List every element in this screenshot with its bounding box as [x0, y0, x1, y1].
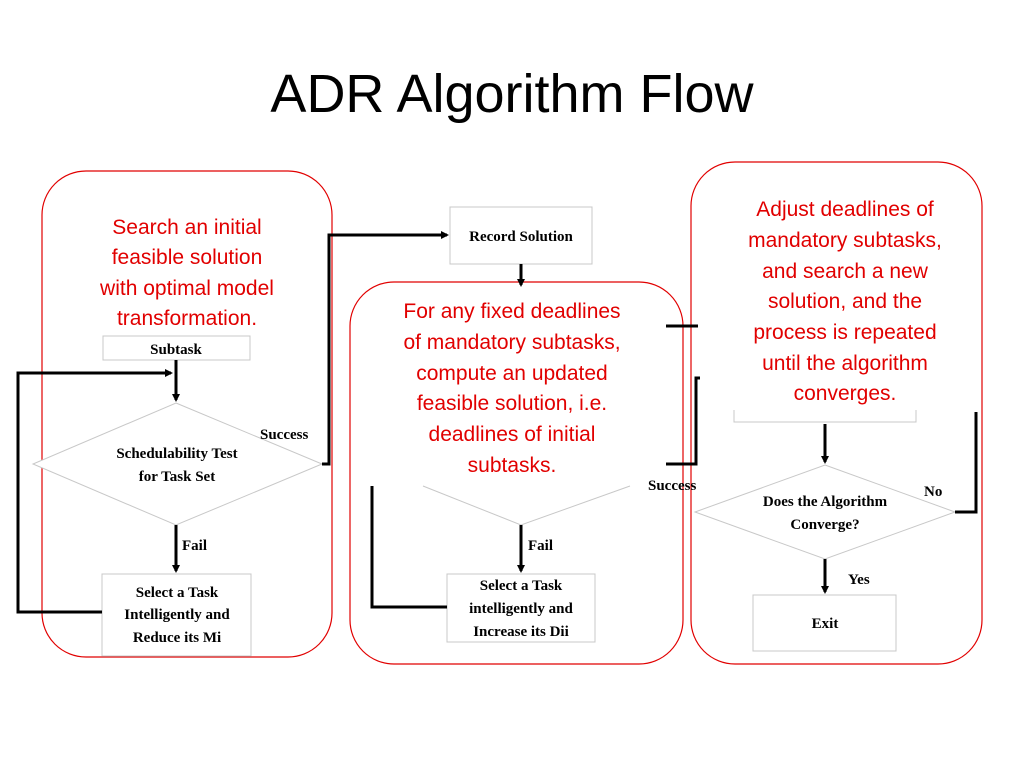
panel1-note-line: Search an initial [112, 216, 261, 239]
increase-task-line: Select a Task [480, 578, 563, 594]
panel3-note-line: until the algorithm [762, 352, 928, 375]
panel3-note: Adjust deadlines of mandatory subtasks, … [748, 198, 942, 405]
success-to-record-connector [322, 231, 449, 466]
panel2-note: For any fixed deadlines of mandatory sub… [403, 300, 620, 477]
fail-label-2: Fail [528, 538, 553, 554]
increase-task-line: intelligently and [469, 601, 573, 617]
panel2-note-line: subtasks. [468, 454, 557, 477]
slide-title: ADR Algorithm Flow [270, 64, 754, 124]
loop-back-connector [16, 369, 173, 614]
panel3-note-line: solution, and the [768, 290, 922, 313]
reduce-task-line: Select a Task [136, 585, 219, 601]
panel2-note-line: feasible solution, i.e. [417, 392, 607, 415]
panel3-note-line: and search a new [762, 260, 929, 283]
increase-task-line: Increase its Dii [473, 624, 569, 640]
panel3-note-line: Adjust deadlines of [756, 198, 934, 221]
panel1-note-line: transformation. [117, 307, 257, 330]
converge-decision-line: Converge? [790, 517, 859, 533]
no-label: No [924, 484, 942, 500]
panel1-note-line: feasible solution [112, 246, 263, 269]
increase-loop-connector [370, 486, 447, 609]
panel3-note-line: mandatory subtasks, [748, 229, 942, 252]
panel2-note-line: deadlines of initial [429, 423, 596, 446]
panel3-note-line: converges. [794, 382, 897, 405]
panel2-note-line: of mandatory subtasks, [403, 331, 620, 354]
panel1-note: Search an initial feasible solution with… [99, 216, 274, 330]
panel3-note-line: process is repeated [753, 321, 936, 344]
fail-label-1: Fail [182, 538, 207, 554]
panel1-note-line: with optimal model [99, 277, 274, 300]
reduce-task-line: Intelligently and [124, 607, 230, 623]
connector-panel2-right-bottom [666, 376, 700, 466]
panel3-upper-box-edge [733, 410, 917, 423]
subtask-label: Subtask [150, 342, 202, 358]
panel2-note-line: For any fixed deadlines [403, 300, 620, 323]
record-solution-label: Record Solution [469, 229, 573, 245]
schedulability-decision-line: Schedulability Test [116, 446, 237, 462]
increase-task-box [446, 573, 596, 643]
reduce-task-box [101, 573, 252, 657]
success-label-1: Success [260, 427, 308, 443]
success-label-2: Success [648, 478, 696, 494]
no-connector [955, 412, 978, 514]
schedulability-decision-line: for Task Set [139, 469, 215, 485]
panel2-note-line: compute an updated [416, 362, 607, 385]
exit-box [752, 594, 897, 652]
yes-label: Yes [848, 572, 870, 588]
converge-decision-line: Does the Algorithm [763, 494, 888, 510]
panel-adjust-deadlines [690, 161, 983, 665]
reduce-task-line: Reduce its Mi [133, 630, 221, 646]
panel-fixed-deadlines [349, 281, 684, 665]
exit-label: Exit [812, 616, 839, 632]
record-solution-box [449, 206, 593, 265]
